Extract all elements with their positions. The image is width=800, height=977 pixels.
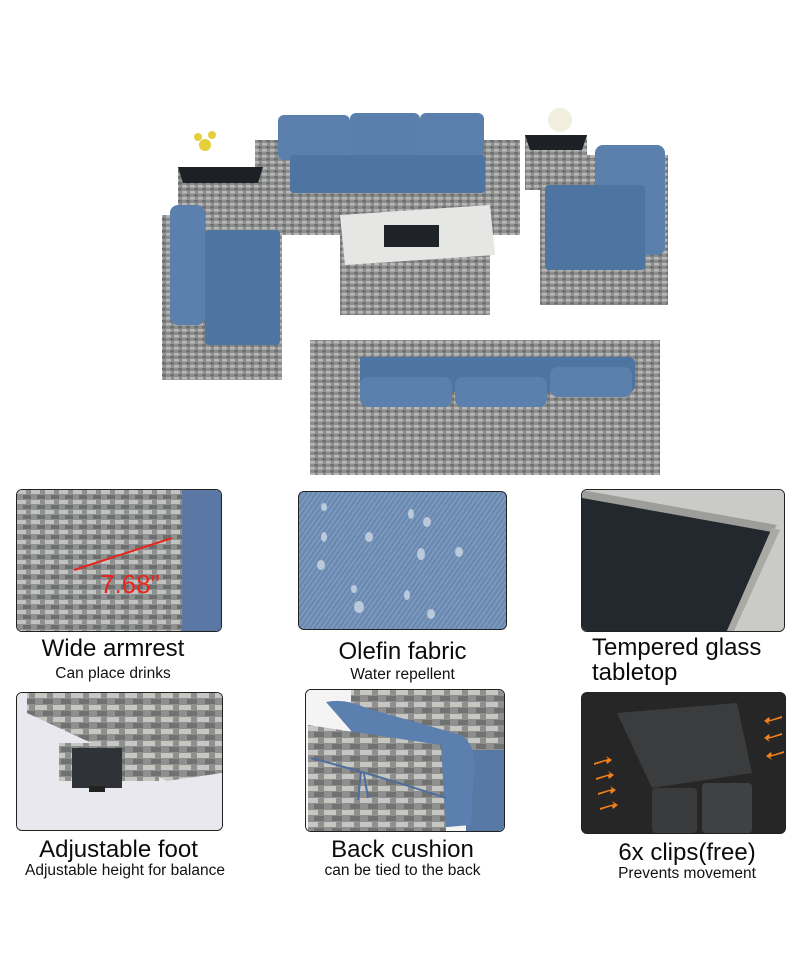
hero-product-image <box>150 95 670 490</box>
feature-subtitle-cushion: can be tied to the back <box>324 862 481 879</box>
feature-subtitle-armrest: Can place drinks <box>55 665 171 682</box>
feature-title-glass-line2: tabletop <box>592 659 678 686</box>
feature-title-cushion: Back cushion <box>331 836 474 863</box>
sectional-set-illustration <box>162 108 668 475</box>
tied-cushion-image <box>305 689 505 832</box>
feature-title-armrest: Wide armrest <box>41 635 185 662</box>
armrest-measurement: 7.68" <box>100 569 160 599</box>
feature-title-fabric: Olefin fabric <box>338 638 467 665</box>
armrest-measure-image: 7.68" <box>16 489 222 632</box>
feature-title-glass: Tempered glass <box>592 634 762 661</box>
connector-clip-image <box>581 692 786 834</box>
feature-subtitle-fabric: Water repellent <box>350 666 455 683</box>
feature-subtitle-foot: Adjustable height for balance <box>25 862 225 879</box>
water-droplets-fabric-image <box>298 491 507 630</box>
feature-title-foot: Adjustable foot <box>39 836 198 863</box>
feature-subtitle-clips: Prevents movement <box>618 865 756 882</box>
adjustable-foot-image <box>16 692 223 831</box>
glass-tabletop-image <box>581 489 785 632</box>
feature-title-clips: 6x clips(free) <box>618 839 756 866</box>
